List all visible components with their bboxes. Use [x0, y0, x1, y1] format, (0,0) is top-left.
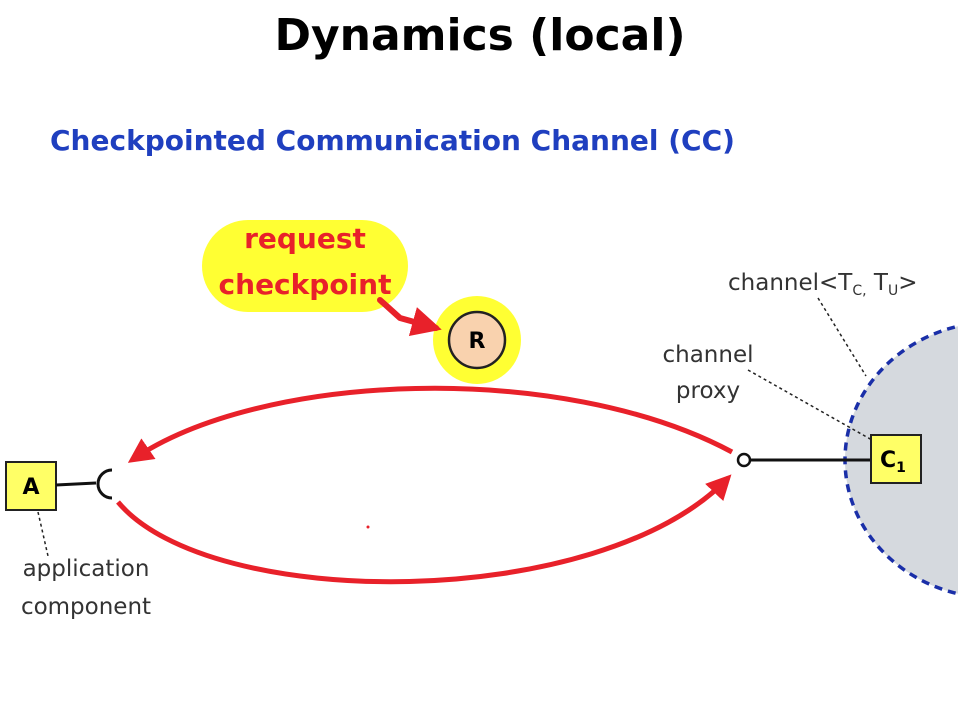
application-line2: component	[21, 594, 151, 620]
application-leader	[37, 511, 49, 557]
channel-proxy-line2: proxy	[676, 378, 740, 404]
channel-proxy-port	[736, 452, 752, 468]
lower-loop-arrow	[116, 474, 732, 585]
request-arrow	[377, 297, 442, 337]
channel-type-leader	[817, 297, 867, 377]
channel-type-label: channel<TC, TU>	[728, 270, 917, 299]
c1-box	[870, 434, 922, 484]
red-dot	[366, 525, 370, 529]
application-line1: application	[23, 556, 150, 582]
channel-proxy-line1: channel	[662, 342, 753, 368]
r-node-label: R	[469, 329, 486, 354]
slide-subtitle: Checkpointed Communication Channel (CC)	[50, 124, 735, 157]
request-checkpoint-callout	[202, 220, 408, 312]
callout-line2: checkpoint	[219, 268, 392, 301]
a-socket	[96, 468, 113, 500]
channel-proxy-leader	[747, 369, 873, 441]
c1-label: C1	[880, 448, 906, 476]
r-node	[447, 310, 507, 370]
callout-line1: request	[244, 222, 366, 255]
a-connector-line	[55, 481, 97, 487]
a-node-label: A	[22, 475, 39, 500]
upper-loop-arrow	[127, 385, 734, 463]
application-component-box	[5, 461, 57, 511]
slide-title: Dynamics (local)	[274, 10, 686, 61]
